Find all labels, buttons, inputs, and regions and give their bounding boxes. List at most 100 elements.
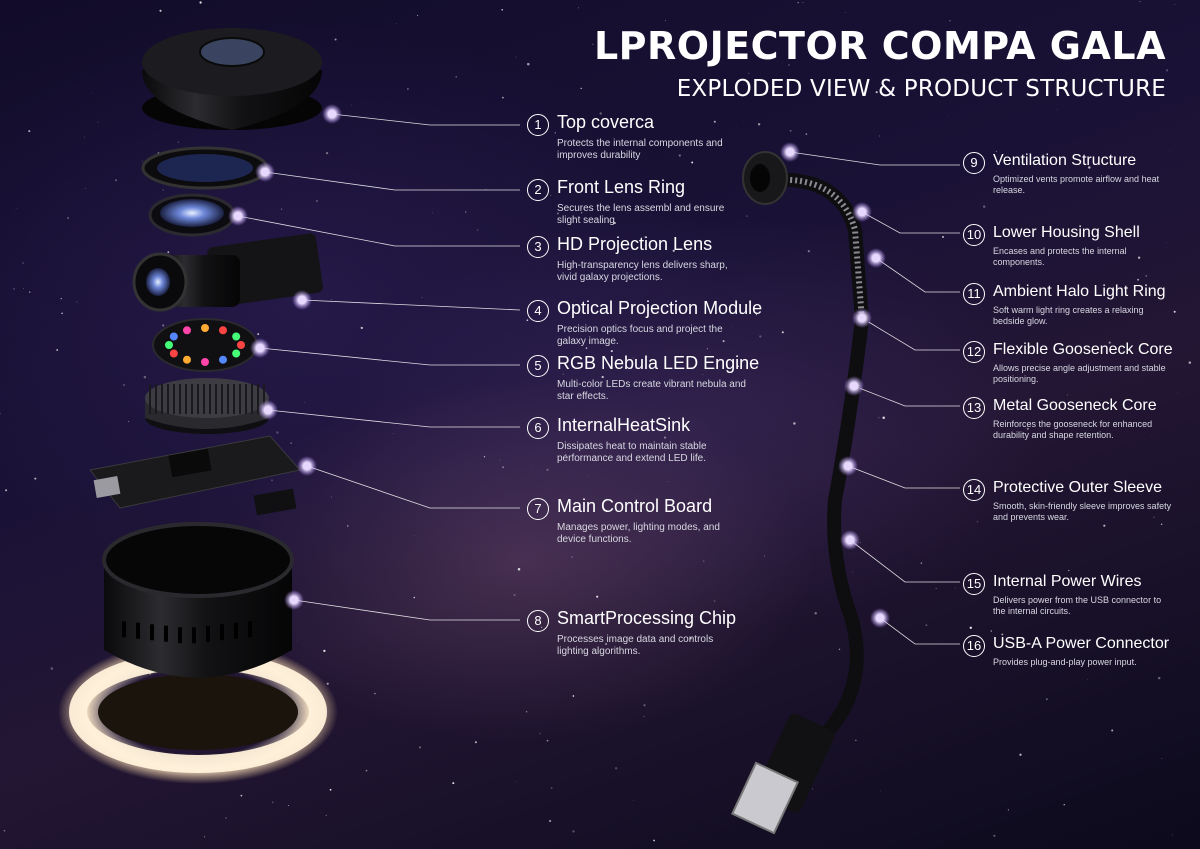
- star: [689, 637, 692, 640]
- star: [596, 595, 599, 598]
- star: [347, 525, 349, 527]
- star: [1026, 427, 1029, 430]
- callout-dots: [228, 104, 890, 628]
- star: [653, 839, 655, 842]
- star: [525, 711, 528, 713]
- star: [605, 643, 607, 645]
- star: [643, 715, 645, 717]
- star: [167, 251, 170, 254]
- star: [276, 431, 279, 434]
- control-board-illustration: [89, 435, 301, 516]
- star: [360, 326, 363, 330]
- star: [527, 62, 530, 66]
- callout-title: HD Projection Lens: [557, 234, 713, 254]
- star: [743, 84, 744, 85]
- callout-title: Flexible Gooseneck Core: [993, 341, 1173, 358]
- vent-slot: [192, 627, 196, 644]
- star: [421, 296, 423, 298]
- callout-number: 9: [963, 152, 985, 174]
- led: [219, 326, 227, 335]
- star: [702, 374, 704, 375]
- callout-number: 5: [527, 355, 549, 377]
- callout-dot: [290, 596, 298, 604]
- callout-title: Ventilation Structure: [993, 152, 1137, 169]
- star: [982, 205, 986, 208]
- star: [455, 76, 457, 78]
- led: [201, 358, 209, 366]
- star: [177, 141, 179, 143]
- star: [23, 288, 24, 289]
- callout-description: Smooth, skin-friendly sleeve improves sa…: [993, 501, 1172, 522]
- star: [672, 249, 675, 252]
- star: [304, 402, 305, 403]
- star: [564, 453, 567, 456]
- callout-dot: [298, 296, 306, 304]
- page-subtitle: EXPLODED VIEW & PRODUCT STRUCTURE: [676, 76, 1166, 102]
- star: [746, 215, 748, 217]
- star: [396, 23, 397, 24]
- star: [271, 479, 273, 482]
- star: [515, 56, 517, 58]
- star: [34, 477, 37, 480]
- star: [667, 481, 669, 482]
- star: [1088, 166, 1091, 169]
- star: [1111, 729, 1114, 732]
- star: [60, 298, 62, 300]
- callout-title: SmartProcessing Chip: [557, 608, 737, 628]
- star: [578, 7, 579, 9]
- star: [797, 1, 799, 4]
- callout-number: 10: [963, 224, 985, 246]
- star: [1137, 256, 1141, 259]
- star: [805, 133, 808, 135]
- star: [1040, 350, 1042, 353]
- led: [169, 349, 178, 358]
- star: [811, 788, 813, 790]
- led: [201, 324, 209, 332]
- star: [315, 199, 318, 203]
- star: [5, 489, 8, 492]
- callout-dot: [264, 406, 272, 414]
- star: [942, 235, 944, 238]
- star: [993, 834, 996, 837]
- callout-title: Protective Outer Sleeve: [993, 479, 1162, 496]
- callout-dot: [872, 254, 880, 262]
- star: [613, 221, 616, 225]
- led: [232, 349, 241, 358]
- callout-number: 11: [963, 283, 985, 305]
- star: [925, 624, 928, 627]
- star: [351, 104, 352, 106]
- star: [788, 64, 790, 66]
- star: [875, 91, 878, 94]
- star: [656, 280, 657, 281]
- star: [1072, 482, 1074, 483]
- star: [1056, 515, 1058, 517]
- star: [240, 794, 243, 797]
- star: [550, 787, 553, 790]
- callout-dot: [876, 614, 884, 622]
- star: [838, 648, 841, 651]
- callout-description: Provides plug-and-play power input.: [993, 657, 1137, 667]
- star: [954, 587, 956, 589]
- star: [548, 819, 552, 823]
- callout-description: Precision optics focus and project the g…: [557, 324, 723, 347]
- callout-description: High-transparency lens delivers sharp, v…: [557, 260, 728, 283]
- callout-description: Optimized vents promote airflow and heat…: [993, 174, 1160, 195]
- housing-and-halo-illustration: [58, 522, 338, 784]
- star: [1157, 676, 1161, 680]
- vent-slot: [220, 624, 224, 641]
- callout-number: 15: [963, 573, 985, 595]
- star: [572, 830, 575, 833]
- gooseneck-cable-illustration: [730, 151, 870, 835]
- star: [748, 72, 750, 74]
- callout-number: 12: [963, 341, 985, 363]
- star: [1139, 1, 1141, 3]
- star: [418, 746, 422, 749]
- star: [452, 782, 455, 785]
- star: [257, 333, 260, 336]
- star: [995, 150, 997, 152]
- star: [330, 298, 332, 300]
- star: [1090, 639, 1092, 640]
- vent-slot: [234, 622, 238, 639]
